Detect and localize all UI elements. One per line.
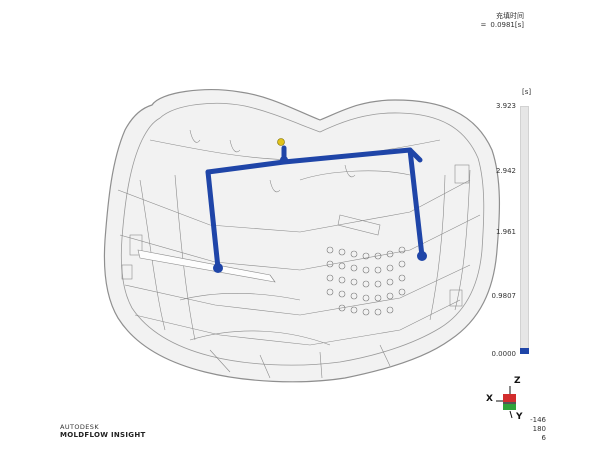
gate-drop-left bbox=[213, 263, 223, 273]
brand-product: MOLDFLOW INSIGHT bbox=[60, 431, 146, 439]
triad-rotation-y: 180 bbox=[532, 425, 546, 433]
triad-rotation-x: -146 bbox=[530, 416, 546, 424]
result-header: 充填时间 =0.0981[s] bbox=[481, 12, 524, 30]
triad-y-block bbox=[503, 404, 516, 410]
product-logo: AUTODESK MOLDFLOW INSIGHT bbox=[60, 423, 146, 439]
result-title: 充填时间 bbox=[496, 12, 524, 20]
vent-hole-grid bbox=[326, 246, 406, 316]
result-time-value: 0.0981[s] bbox=[490, 21, 524, 29]
triad-z-label: Z bbox=[514, 376, 521, 386]
part-internal-structure bbox=[117, 129, 481, 379]
legend-tick-max: 3.923 bbox=[495, 102, 516, 110]
legend-bar bbox=[520, 106, 529, 352]
result-time-line: =0.0981[s] bbox=[481, 21, 524, 30]
legend-tick: 0.9807 bbox=[491, 292, 517, 300]
legend-tick-min: 0.0000 bbox=[491, 350, 517, 358]
injection-point bbox=[277, 138, 285, 146]
triad-center bbox=[503, 402, 516, 404]
triad-rotation-z: 6 bbox=[541, 434, 546, 442]
legend-bar-fill bbox=[520, 348, 529, 354]
legend-tick: 1.961 bbox=[495, 228, 516, 236]
sprue-junction bbox=[280, 156, 288, 164]
triad-x-label: X bbox=[486, 394, 493, 404]
legend-unit: [s] bbox=[522, 88, 532, 96]
triad-y-label: Y bbox=[516, 412, 523, 422]
legend-tick: 2.942 bbox=[495, 167, 516, 175]
orientation-triad[interactable]: Z X Y -146 180 6 bbox=[480, 376, 560, 442]
part-outline bbox=[103, 89, 501, 383]
triad-axes bbox=[496, 386, 516, 419]
color-legend: [s] 3.923 2.942 1.961 0.9807 0.0000 bbox=[470, 88, 550, 363]
triad-z-block bbox=[503, 394, 516, 402]
brand-company: AUTODESK bbox=[60, 423, 99, 431]
result-time-prefix: = bbox=[480, 21, 487, 29]
gate-drop-right bbox=[417, 251, 427, 261]
part-inner-outline bbox=[120, 102, 485, 366]
